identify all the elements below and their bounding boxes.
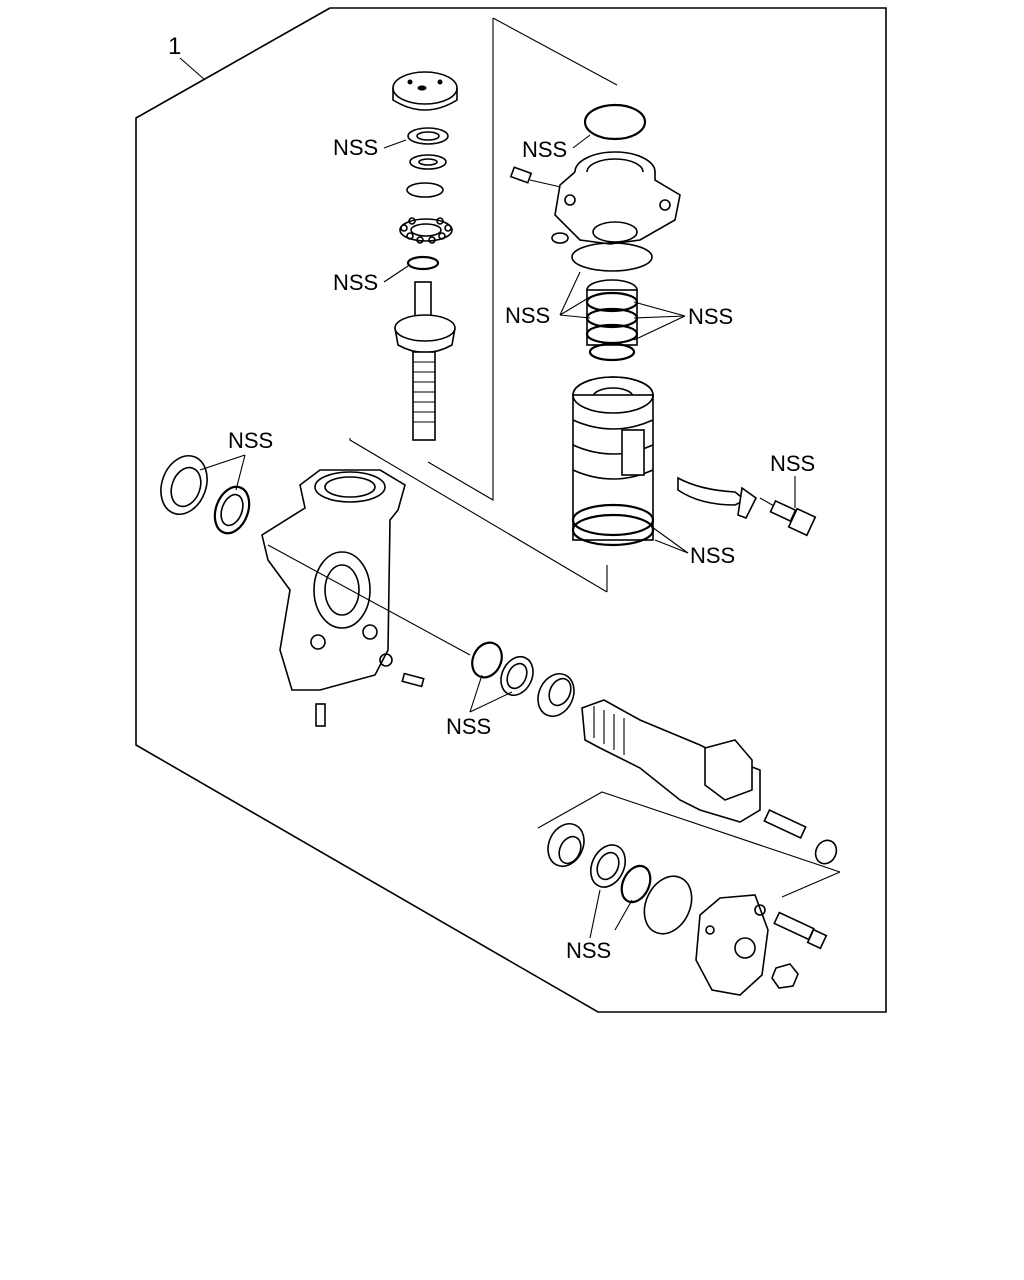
- callout-nss-top-oring: NSS: [522, 134, 591, 162]
- assembly-boundary: [135, 7, 887, 1013]
- needle-bearing-part: [537, 673, 575, 717]
- callout-nss-upper-bearing: NSS: [333, 135, 407, 160]
- cover-bearing-part: [547, 823, 585, 867]
- gear-housing-part: [261, 469, 471, 691]
- oring-small-part: [406, 255, 440, 271]
- nss-label: NSS: [566, 938, 611, 963]
- set-screw-part: [509, 166, 566, 189]
- callout-nss-oring-shaft: NSS: [333, 265, 409, 295]
- callout-nss-cover-seals: NSS: [566, 889, 633, 963]
- valve-subassembly-frame: [349, 17, 618, 593]
- thin-washer-part: [406, 182, 444, 198]
- nss-label: NSS: [228, 428, 273, 453]
- cover-bolt-part: [773, 911, 828, 950]
- nss-label: NSS: [446, 714, 491, 739]
- snap-ring-small-part: [551, 232, 569, 244]
- item-number-callout: 1: [168, 33, 206, 81]
- input-shaft-part: [394, 281, 456, 441]
- sector-seals-part: [471, 641, 534, 697]
- valve-housing-part: [554, 151, 681, 245]
- callout-nss-piston-rings: NSS: [651, 526, 735, 568]
- cover-seals-part: [589, 844, 693, 935]
- sector-subassembly-frame: [537, 791, 841, 898]
- side-cover-part: [695, 894, 769, 996]
- nss-label: NSS: [522, 137, 567, 162]
- nss-label: NSS: [505, 303, 550, 328]
- rack-piston-part: [571, 376, 655, 547]
- ball-bearing-part: [399, 217, 453, 244]
- callout-nss-seals-right: NSS: [633, 301, 733, 341]
- callout-nss-sector-seals: NSS: [446, 674, 513, 739]
- housing-stud-part: [315, 672, 425, 727]
- nss-label: NSS: [333, 135, 378, 160]
- callout-nss-housing-seals: NSS: [199, 428, 273, 491]
- ball-guide-part: [677, 476, 758, 520]
- valve-rings-part: [571, 242, 653, 362]
- nss-label: NSS: [688, 304, 733, 329]
- seal-ring-part: [407, 127, 449, 145]
- item-number-label: 1: [168, 33, 181, 60]
- bearing-race-part: [409, 154, 447, 170]
- cover-nut-part: [771, 963, 799, 989]
- adjuster-screw-part: [763, 809, 838, 865]
- nss-label: NSS: [770, 451, 815, 476]
- callout-nss-bolt: NSS: [770, 451, 815, 508]
- sector-shaft-part: [581, 699, 761, 823]
- top-oring-part: [583, 103, 647, 141]
- nss-label: NSS: [690, 543, 735, 568]
- nss-label: NSS: [333, 270, 378, 295]
- clamp-bolt-part: [759, 497, 817, 537]
- upper-cap-part: [392, 71, 458, 111]
- dust-boot-part: [160, 455, 251, 535]
- callout-nss-seals-left: NSS: [505, 271, 591, 328]
